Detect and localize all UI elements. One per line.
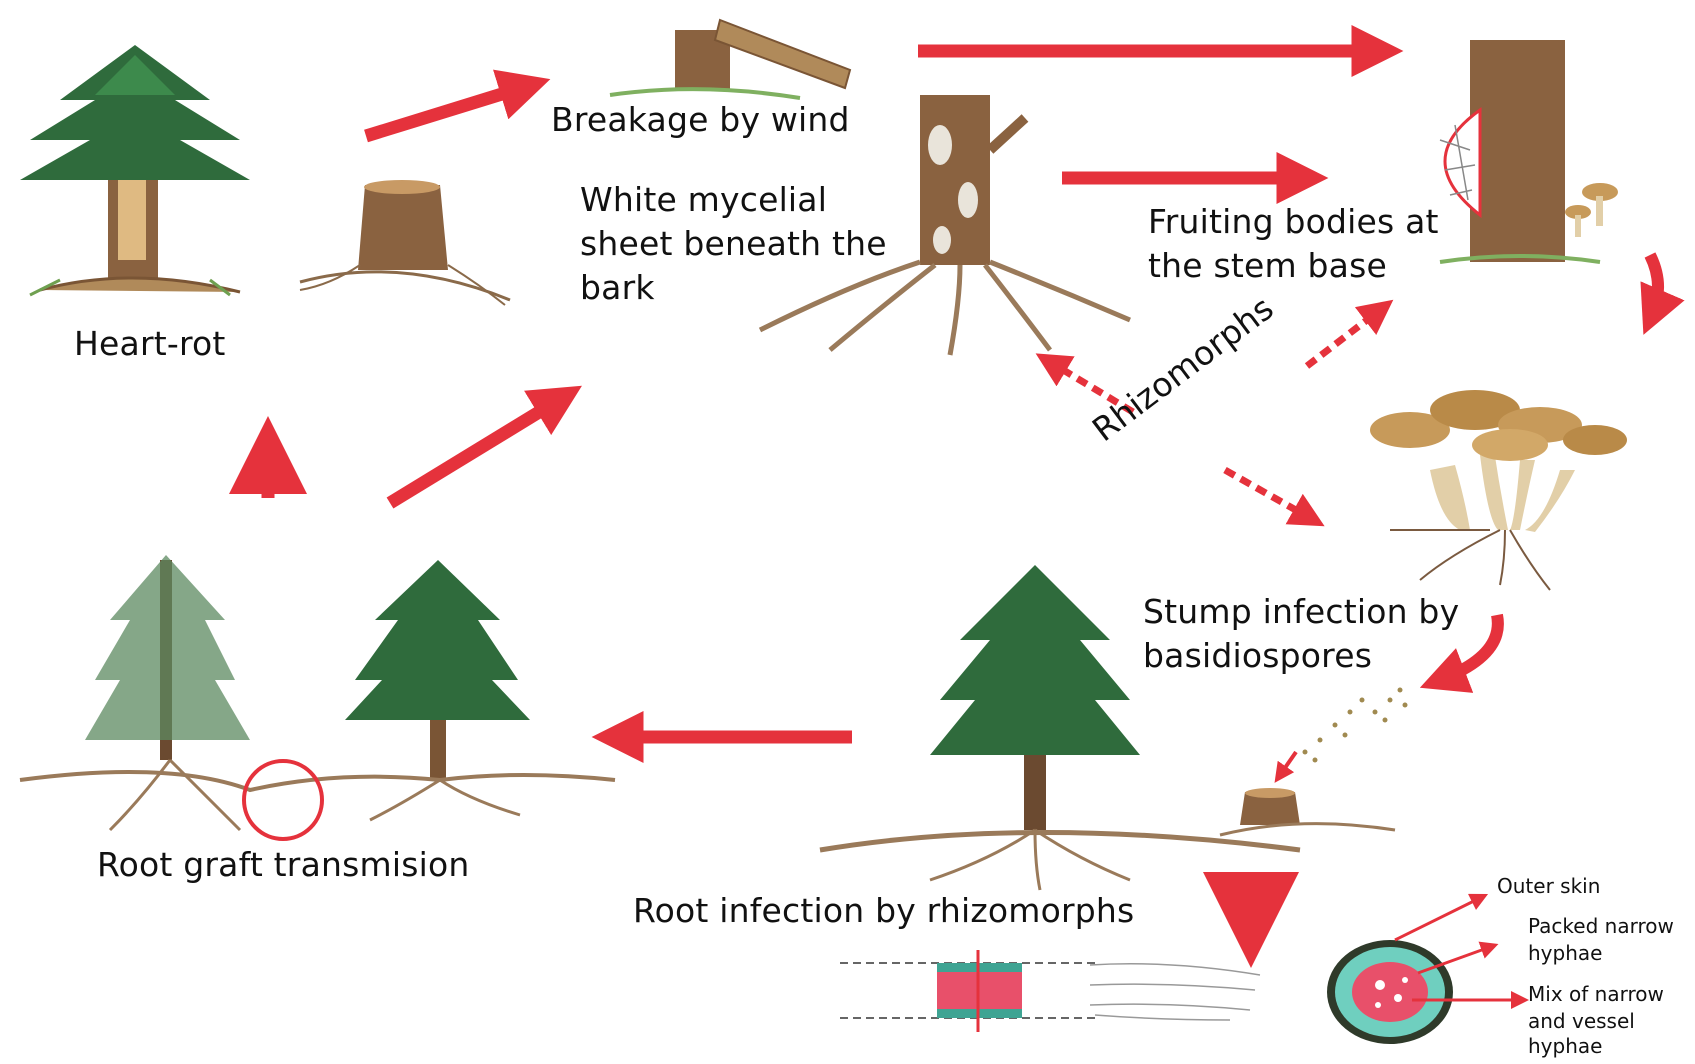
label-outer-skin: Outer skin — [1497, 873, 1600, 900]
rhizomorph-cross-section-illustration — [1327, 940, 1453, 1044]
label-mix-line3: hyphae — [1528, 1033, 1602, 1060]
stump-illustration — [300, 180, 510, 305]
label-heart-rot: Heart-rot — [74, 322, 226, 366]
root-graft-trees-illustration — [20, 555, 615, 839]
label-mix-line2: and vessel — [1528, 1008, 1635, 1035]
label-stump-infection-line1: Stump infection by — [1143, 590, 1459, 634]
broken-stump-illustration — [610, 20, 850, 98]
label-stump-infection-line2: basidiospores — [1143, 634, 1372, 678]
rhizomorph-strand-illustration — [840, 950, 1260, 1032]
label-packed-narrow-line1: Packed narrow — [1528, 913, 1674, 940]
label-white-mycelial-line2: sheet beneath the — [580, 222, 887, 266]
label-root-graft-transmission: Root graft transmision — [97, 843, 469, 887]
label-mix-line1: Mix of narrow — [1528, 981, 1664, 1008]
heart-rot-tree-illustration — [20, 45, 250, 295]
label-root-infection-by-rhizomorphs: Root infection by rhizomorphs — [633, 889, 1134, 933]
label-white-mycelial-line1: White mycelial — [580, 178, 827, 222]
label-packed-narrow-line2: hyphae — [1528, 940, 1602, 967]
label-white-mycelial-line3: bark — [580, 266, 655, 310]
label-breakage-by-wind: Breakage by wind — [551, 98, 850, 142]
infected-trunk-illustration — [1440, 40, 1618, 262]
mushroom-cluster-illustration — [1370, 390, 1627, 590]
label-fruiting-bodies-line2: the stem base — [1148, 244, 1387, 288]
label-fruiting-bodies-line1: Fruiting bodies at — [1148, 200, 1439, 244]
